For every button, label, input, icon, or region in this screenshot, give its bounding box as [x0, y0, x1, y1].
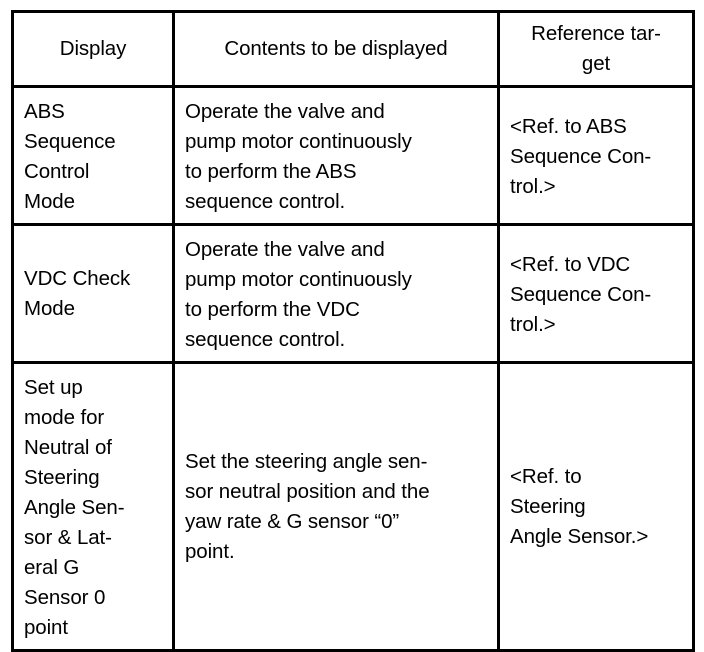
cell-display-vdc: VDC Check Mode — [11, 223, 175, 364]
cell-contents-vdc: Operate the valve and pump motor continu… — [172, 223, 500, 364]
column-header-reference: Reference tar- get — [497, 10, 695, 88]
table-header: Display Contents to be displayed Referen… — [11, 10, 695, 88]
column-header-reference-label: Reference tar- get — [531, 22, 661, 75]
header-row: Display Contents to be displayed Referen… — [11, 10, 695, 88]
table-row-abs-sequence-control-mode: ABS Sequence Control Mode Operate the va… — [11, 85, 695, 226]
cell-display-steering-text: Set up mode for Neutral of Steering Angl… — [24, 376, 125, 639]
cell-reference-vdc-text: <Ref. to VDC Sequence Con- trol.> — [510, 253, 652, 336]
cell-contents-steering: Set the steering angle sen- sor neutral … — [172, 361, 500, 652]
cell-reference-abs-text: <Ref. to ABS Sequence Con- trol.> — [510, 115, 652, 198]
specification-table: Display Contents to be displayed Referen… — [11, 10, 695, 652]
cell-reference-abs: <Ref. to ABS Sequence Con- trol.> — [497, 85, 695, 226]
cell-display-abs-text: ABS Sequence Control Mode — [24, 100, 116, 213]
table-row-steering-angle-sensor-neutral: Set up mode for Neutral of Steering Angl… — [11, 361, 695, 652]
column-header-contents: Contents to be displayed — [172, 10, 500, 88]
cell-reference-vdc: <Ref. to VDC Sequence Con- trol.> — [497, 223, 695, 364]
cell-contents-steering-text: Set the steering angle sen- sor neutral … — [185, 449, 430, 563]
table-body: ABS Sequence Control Mode Operate the va… — [11, 85, 695, 652]
cell-display-steering: Set up mode for Neutral of Steering Angl… — [11, 361, 175, 652]
column-header-contents-label: Contents to be displayed — [224, 37, 448, 60]
page-root: Display Contents to be displayed Referen… — [11, 10, 695, 652]
cell-contents-abs-text: Operate the valve and pump motor continu… — [185, 100, 412, 213]
cell-display-abs: ABS Sequence Control Mode — [11, 85, 175, 226]
cell-contents-vdc-text: Operate the valve and pump motor continu… — [185, 238, 412, 351]
cell-display-vdc-text: VDC Check Mode — [24, 266, 131, 320]
cell-reference-steering: <Ref. to Steering Angle Sensor.> — [497, 361, 695, 652]
table-row-vdc-check-mode: VDC Check Mode Operate the valve and pum… — [11, 223, 695, 364]
column-header-display: Display — [11, 10, 175, 88]
cell-reference-steering-text: <Ref. to Steering Angle Sensor.> — [510, 464, 649, 548]
column-header-display-label: Display — [59, 37, 127, 60]
cell-contents-abs: Operate the valve and pump motor continu… — [172, 85, 500, 226]
